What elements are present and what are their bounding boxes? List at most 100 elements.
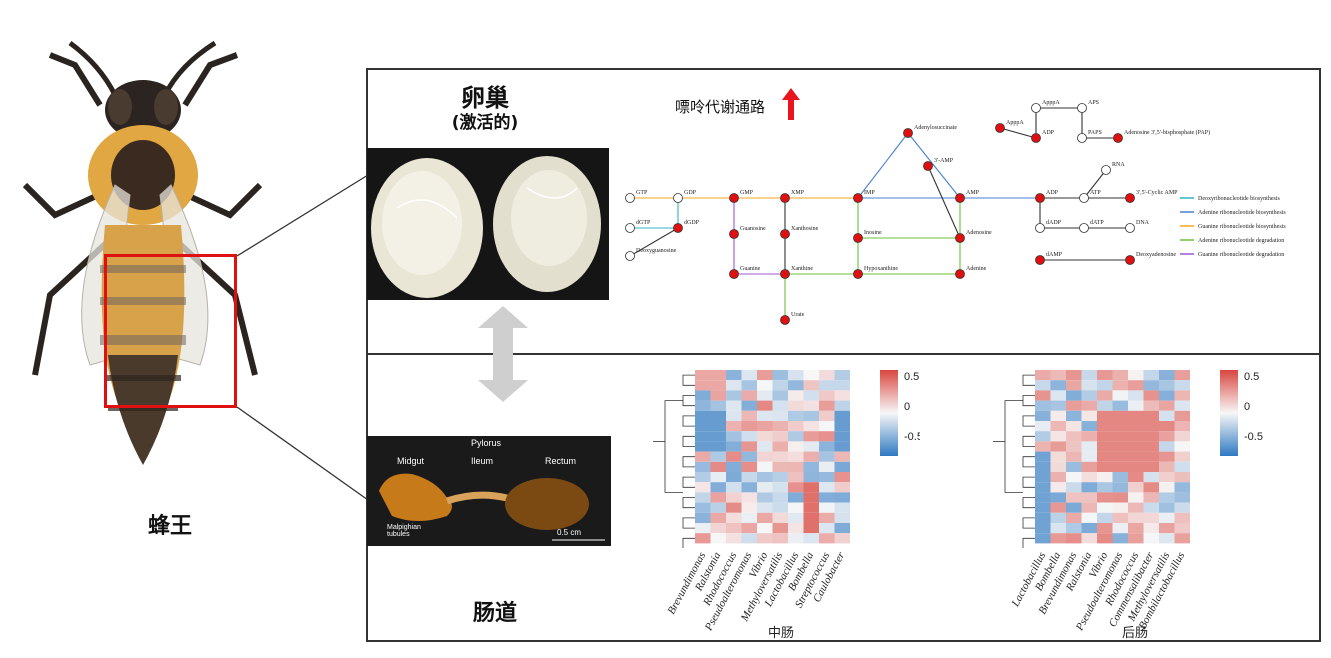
heatmap-cell [819,410,835,421]
heatmap-cell [757,410,773,421]
heatmap-cell [1050,441,1066,452]
heatmap-cell [757,421,773,432]
heatmap-cell [772,400,788,411]
pathway-node-label: dATP [1090,220,1104,226]
pathway-node-label: GMP [740,190,754,196]
heatmap-cell [1174,502,1190,513]
heatmap-cell [1174,390,1190,401]
heatmap-cell [803,390,819,401]
pathway-node [780,193,790,203]
heatmap-cell [1097,390,1113,401]
ovary-photo [367,148,609,300]
heatmap-cell [1143,370,1159,381]
heatmap-cell [710,441,726,452]
heatmap-cell [1143,451,1159,462]
heatmap-cell [1174,421,1190,432]
pathway-edge [927,165,961,239]
pathway-node [729,269,739,279]
ileum-label: Ileum [471,456,494,466]
pathway-node [780,229,790,239]
heatmap-cell [788,492,804,503]
gut-photo: Pylorus Midgut Ileum Rectum Malpighian t… [367,436,611,546]
pathway-node [1113,133,1123,143]
heatmap-cell [1066,512,1082,523]
pathway-edge [857,132,909,199]
heatmap-cell [1174,370,1190,381]
heatmap-cell [1128,410,1144,421]
heatmap-cell [726,492,742,503]
pathway-node [1035,193,1045,203]
heatmap-cell [757,482,773,493]
heatmap-cell [1143,410,1159,421]
heatmap-cell [1035,390,1051,401]
heatmap-cell [1050,400,1066,411]
heatmap-cell [834,512,850,523]
heatmap-cell [1112,461,1128,472]
heatmap-cell [1066,370,1082,381]
heatmap-cell [1097,441,1113,452]
pathway-node [1125,193,1135,203]
heatmap-cell [788,380,804,391]
heatmap-cell [726,451,742,462]
heatmap-cell [1081,380,1097,391]
heatmap-cell [1159,431,1175,442]
heatmap-cell [1081,410,1097,421]
heatmap-cell [1050,512,1066,523]
heatmap-cell [1128,461,1144,472]
heatmap-cell [834,410,850,421]
heatmap-cell [803,380,819,391]
heatmap-cell [1035,533,1051,544]
heatmap-cell [788,421,804,432]
heatmap-cell [741,512,757,523]
heatmap-cell [1066,461,1082,472]
heatmap-cell [834,492,850,503]
pathway-node [955,269,965,279]
heatmap-cell [1112,370,1128,381]
heatmap-cell [772,421,788,432]
heatmap-cell [834,431,850,442]
heatmap-cell [710,512,726,523]
heatmap-cell [1097,451,1113,462]
heatmap-cell [710,380,726,391]
heatmap-cell [803,431,819,442]
heatmap-cell [1035,482,1051,493]
heatmap-cell [772,370,788,381]
pathway-node [1035,223,1045,233]
heatmap-cell [1112,451,1128,462]
heatmap-cell [1143,400,1159,411]
heatmap-cell [819,451,835,462]
pathway-node [1077,133,1087,143]
heatmap-cell [788,451,804,462]
heatmap-cell [803,523,819,534]
pathway-node-label: ApppA [1042,100,1060,106]
heatmap-cell [1159,512,1175,523]
heatmap-cell [1097,421,1113,432]
heatmap-cell [1159,523,1175,534]
pathway-node-label: 3',5'-Cyclic AMP [1136,190,1178,196]
heatmap-cell [1050,451,1066,462]
heatmap-cell [695,380,711,391]
heatmap-cell [1174,441,1190,452]
heatmap-cell [1159,400,1175,411]
heatmap-cell [695,421,711,432]
heatmap-cell [772,451,788,462]
heatmap-cell [772,431,788,442]
heatmap-cell [803,502,819,513]
heatmap-cell [1050,482,1066,493]
heatmap-cell [757,523,773,534]
heatmap-cell [803,421,819,432]
pathway-node [853,233,863,243]
heatmap-cell [695,451,711,462]
heatmap-cell [1112,472,1128,483]
heatmap-cell [695,390,711,401]
pathway-node-label: RNA [1112,162,1125,168]
heatmap-cell [772,472,788,483]
heatmap-cell [726,421,742,432]
legend-label: Adenine ribonucleotide degradation [1198,238,1284,244]
pathway-node-label: XMP [791,190,805,196]
heatmap-cell [1128,370,1144,381]
heatmap-cell [695,502,711,513]
heatmap-cell [819,523,835,534]
midgut-heatmap: 0.50-0.5 [653,370,920,548]
heatmap-cell [695,400,711,411]
